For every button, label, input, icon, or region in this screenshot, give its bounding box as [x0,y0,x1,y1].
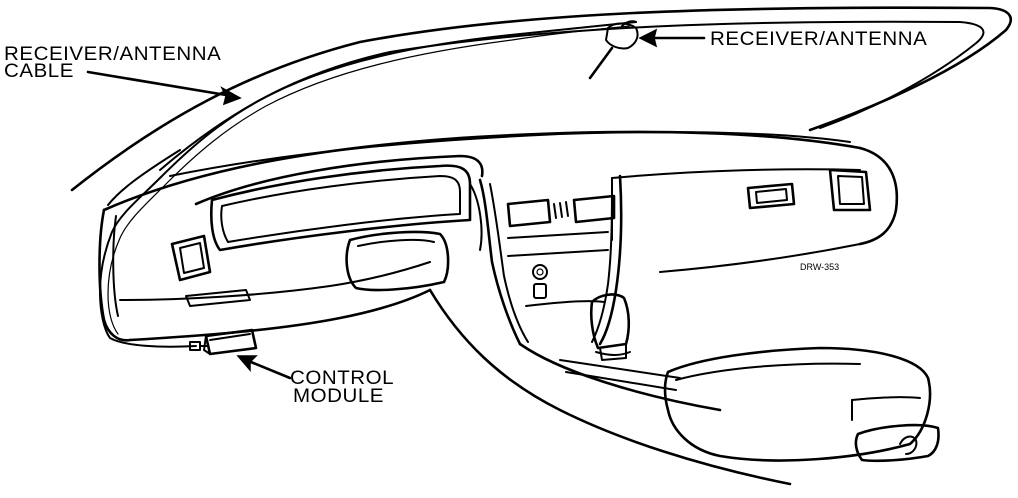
control-module-label-line1: CONTROL [290,368,395,389]
right-dash-details [746,168,872,212]
receiver-antenna-cable-label-line1: RECEIVER/ANTENNA [4,44,222,65]
control-module [203,328,258,356]
callout-arrows [86,28,706,380]
center-stack [478,174,623,346]
receiver-antenna-label: RECEIVER/ANTENNA [710,29,928,50]
receiver-antenna-cable-label-line2: CABLE [4,61,74,82]
steering-column [345,230,450,292]
antenna-cable [99,21,637,351]
instrument-cluster [194,154,484,252]
drawing-code-label: DRW-353 [800,262,840,272]
left-dash-panel [98,208,432,342]
control-module-label-line2: MODULE [293,386,385,407]
center-console [428,288,940,486]
